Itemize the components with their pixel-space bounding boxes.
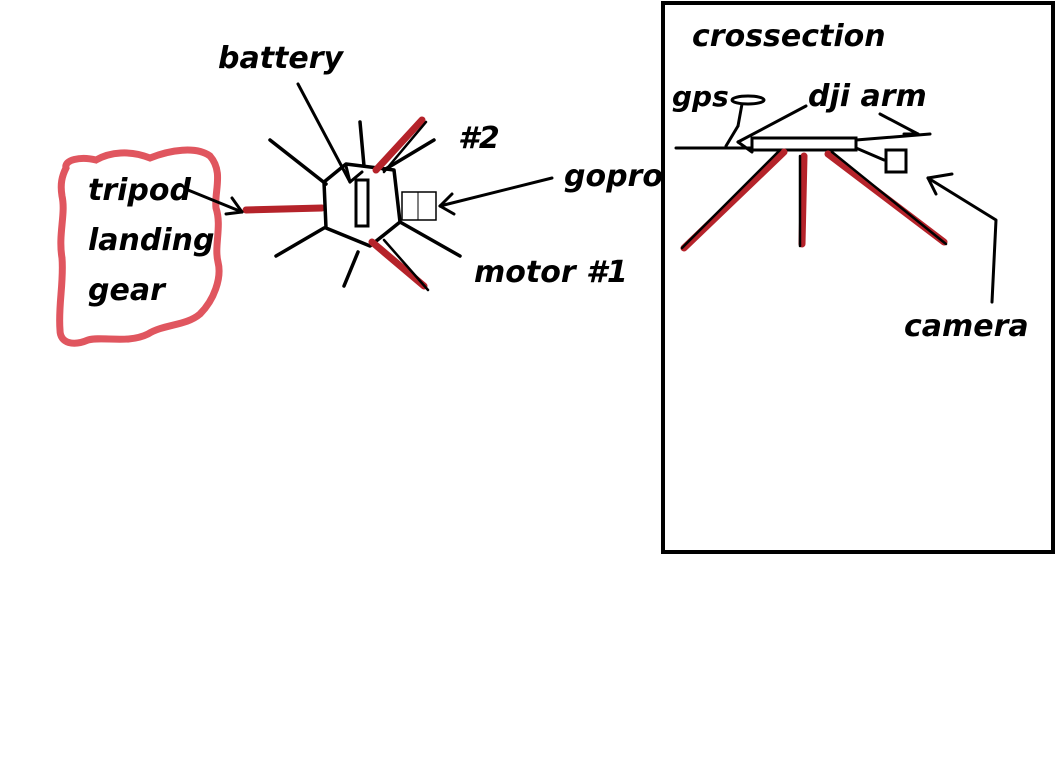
camera-pointer-head-b xyxy=(926,176,938,196)
arm-stroke xyxy=(342,250,360,288)
frame-plate xyxy=(750,136,858,152)
battery-label: battery xyxy=(218,41,345,76)
battery-pointer-head-b xyxy=(348,170,364,184)
landing-gear-arm xyxy=(242,204,326,214)
battery-pointer xyxy=(296,82,352,184)
landing-gear-pointer-head-a xyxy=(230,196,244,214)
battery-pointer-head-a xyxy=(344,164,352,184)
landing-gear-label-line-1: tripod xyxy=(88,173,192,208)
camera-box xyxy=(884,148,908,174)
motor1-label: motor #1 xyxy=(474,255,628,290)
gps-mast xyxy=(724,124,740,148)
dji-arm-pointer-right xyxy=(878,112,920,136)
crossection-panel-frame xyxy=(661,1,1055,554)
gps-label: gps xyxy=(672,80,729,113)
motor1-arm xyxy=(368,238,428,290)
gps-mast-stem xyxy=(736,102,744,128)
motor2-arm-outline xyxy=(382,120,428,174)
battery-box xyxy=(354,178,370,228)
camera-mount xyxy=(854,146,886,162)
leg-left xyxy=(680,148,788,252)
arm-stroke xyxy=(382,138,436,172)
arm-stroke xyxy=(358,120,366,168)
camera-pointer xyxy=(926,176,998,304)
dji-arm-label: dji arm xyxy=(808,79,927,114)
crossection-drawing xyxy=(674,94,998,304)
camera-label: camera xyxy=(904,309,1029,344)
gps-antenna xyxy=(730,94,766,106)
top-view-drawing xyxy=(56,82,554,347)
motor2-label: #2 xyxy=(458,121,500,156)
gopro-camera xyxy=(401,191,437,221)
gopro-pointer-head-a xyxy=(438,192,454,208)
arm-stroke xyxy=(398,220,462,258)
leg-middle xyxy=(798,152,808,248)
leg-right-outline xyxy=(830,150,948,246)
arm-stroke xyxy=(268,138,328,186)
landing-gear-pointer xyxy=(186,188,244,214)
leg-left-outline xyxy=(680,148,782,250)
arm-stroke xyxy=(274,226,326,258)
motor2-arm xyxy=(372,116,426,174)
gopro-pointer-head-b xyxy=(438,204,456,216)
landing-gear-label-line-3: gear xyxy=(88,273,167,308)
gopro-pointer xyxy=(438,176,554,208)
gopro-label: gopro xyxy=(564,159,663,194)
dji-arm-pointer-head xyxy=(736,140,754,154)
landing-gear-cloud-outline xyxy=(56,146,223,347)
camera-pointer-head-a xyxy=(926,172,954,180)
crossection-title: crossection xyxy=(692,19,886,54)
motor1-arm-outline xyxy=(382,238,430,292)
landing-gear-pointer-head-b xyxy=(224,210,244,216)
dji-arm-pointer xyxy=(736,104,808,144)
landing-gear-label-line-2: landing xyxy=(88,223,214,258)
